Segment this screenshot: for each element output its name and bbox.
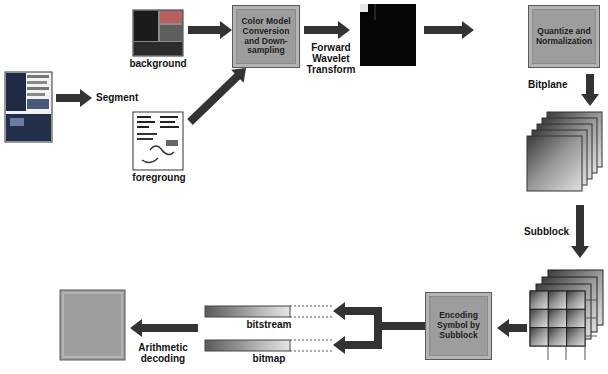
bitmap-bar: bitmap — [205, 339, 333, 364]
decoding-arrow — [130, 319, 198, 337]
flow-arrow — [304, 21, 350, 39]
flow-connector — [190, 68, 246, 122]
arrow-head — [333, 336, 345, 354]
subblock-arrow — [571, 205, 589, 258]
bitplane-stack — [527, 112, 602, 191]
bitstream-bar: bitstream — [205, 305, 333, 330]
bitplane-arrow — [581, 74, 599, 106]
connector-line — [344, 326, 425, 345]
process-box: Quantize and Normalization — [528, 5, 600, 68]
process-box: Color Model Conversion and Down-sampling — [232, 5, 300, 68]
arrow-head — [220, 21, 232, 39]
background-image — [133, 10, 183, 56]
arrow-label: Forward Wavelet Transform — [302, 42, 360, 75]
node-text: Encoding Symbol by Subblock — [431, 311, 486, 340]
decoded-image — [60, 290, 125, 360]
image-node: foregroung — [128, 110, 190, 183]
arrow-label: Subblock — [524, 226, 570, 237]
connector-line — [188, 26, 221, 34]
arrow-head — [231, 68, 246, 83]
image-node: background — [128, 8, 188, 69]
node-text: foregroung — [128, 172, 190, 183]
source-document — [5, 72, 52, 142]
flow-arrow — [424, 21, 474, 39]
node-text: Color Model Conversion and Down-sampling — [238, 17, 294, 56]
node-text: background — [128, 58, 188, 69]
arrow-head — [333, 302, 345, 320]
node-text: bitstream — [205, 319, 333, 330]
foreground-image — [133, 112, 183, 170]
process-box: Encoding Symbol by Subblock — [425, 292, 492, 360]
flow-arrow — [497, 319, 527, 337]
segment-arrow — [56, 89, 92, 107]
bitstream-bars — [205, 306, 333, 351]
connector-line — [190, 76, 238, 122]
subblock-stack — [530, 270, 603, 360]
flow-connector — [188, 21, 232, 39]
arrow-label: Segment — [96, 92, 146, 103]
flow-connector — [333, 326, 425, 354]
arrow-label: Arithmetic decoding — [128, 342, 198, 364]
node-text: Quantize and Normalization — [534, 27, 594, 47]
wavelet-image — [360, 4, 416, 66]
node-text: bitmap — [205, 353, 333, 364]
arrow-label: Bitplane — [528, 79, 578, 90]
